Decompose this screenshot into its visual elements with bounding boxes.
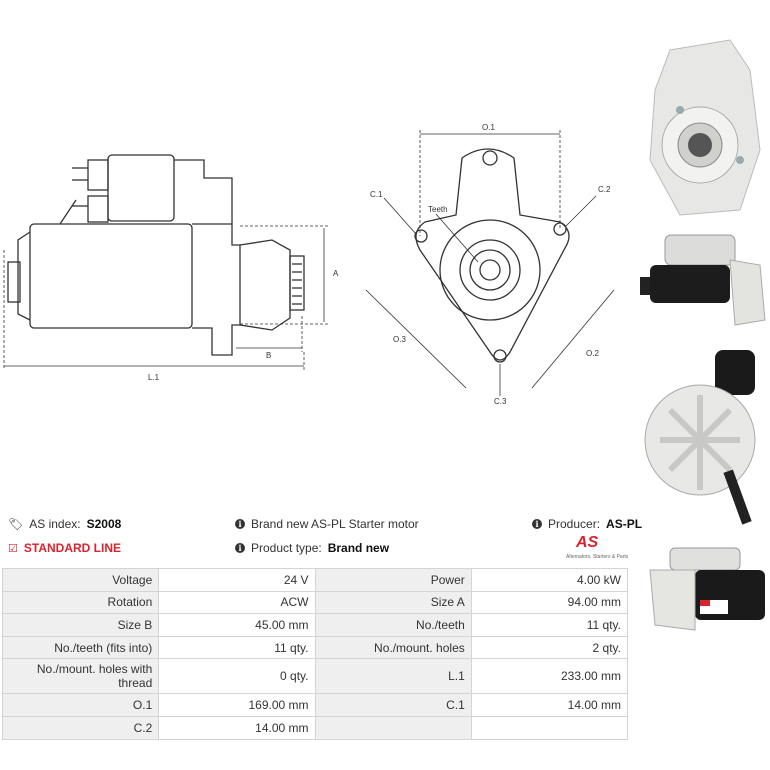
spec-value: 24 V (158, 568, 316, 592)
producer-value: AS-PL (606, 517, 643, 531)
description: i Brand new AS-PL Starter motor (235, 517, 419, 531)
spec-value: 233.00 mm (470, 658, 629, 695)
logo-mark: AS (576, 534, 599, 551)
spec-value: 11 qty. (158, 635, 316, 660)
spec-value: 14.00 mm (470, 693, 629, 717)
spec-value: 45.00 mm (158, 613, 316, 637)
spec-key: L.1 (314, 658, 472, 695)
dim-l1-label: L.1 (148, 373, 160, 382)
dim-b-label: B (266, 351, 271, 360)
spec-value: ACW (158, 590, 316, 615)
line-name: STANDARD LINE (23, 541, 121, 555)
spec-key: Size A (314, 590, 472, 615)
dim-a-label: A (333, 269, 339, 278)
spec-key (314, 715, 472, 740)
producer: i Producer: AS-PL (532, 517, 642, 531)
as-index-label: AS index: (29, 517, 81, 531)
spec-value: 2 qty. (470, 635, 629, 660)
checkbox-icon: ☑ (8, 542, 18, 555)
spec-key: Rotation (1, 590, 160, 615)
product-photo-rear[interactable] (640, 340, 770, 530)
spec-value: 94.00 mm (470, 590, 629, 615)
info-icon: i (235, 543, 245, 553)
spec-value: 0 qty. (158, 658, 316, 695)
table-row: No./teeth (fits into)11 qty.No./mount. h… (1, 635, 629, 660)
flange (415, 148, 570, 361)
spec-value: 11 qty. (470, 613, 629, 637)
product-photo-front[interactable] (640, 30, 770, 230)
dim-c3-label: C.3 (494, 397, 507, 406)
spec-key: Voltage (1, 568, 160, 592)
dim-c1-label: C.1 (370, 190, 383, 199)
spec-key: No./mount. holes (314, 635, 472, 660)
producer-label: Producer: (548, 517, 601, 531)
spec-key: No./teeth (314, 613, 472, 637)
product-thumbnails (640, 20, 770, 631)
as-index: 🏷︎ AS index: S2008 (8, 517, 121, 531)
spec-key: No./teeth (fits into) (1, 635, 160, 660)
product-photo-angle[interactable] (640, 540, 770, 635)
spec-key: C.2 (1, 715, 160, 740)
dim-o1-label: O.1 (482, 123, 495, 132)
spec-key: No./mount. holes with thread (1, 658, 160, 695)
info-icon: i (235, 519, 245, 529)
product-type: i Product type: Brand new (235, 541, 389, 555)
spec-key: Size B (1, 613, 160, 637)
technical-drawing: A B L.1 O.1 C.1 C.2 Teeth O.3 O.2 C.3 (3, 123, 615, 406)
dim-o3-label: O.3 (393, 335, 406, 344)
info-icon: i (532, 519, 542, 529)
dim-o2-label: O.2 (586, 349, 599, 358)
spec-value: 169.00 mm (158, 693, 316, 717)
standard-line: ☑ STANDARD LINE (8, 541, 121, 555)
as-pl-logo: AS Alternators, Starters & Parts (566, 534, 629, 562)
spec-key: Power (314, 568, 472, 592)
product-photo-side[interactable] (640, 225, 770, 335)
teeth-label: Teeth (428, 205, 448, 214)
spec-key: C.1 (314, 693, 472, 717)
motor-body (29, 223, 193, 329)
spec-value (470, 715, 629, 740)
description-text: Brand new AS-PL Starter motor (251, 517, 419, 531)
spec-key: O.1 (1, 693, 160, 717)
logo-subtext: Alternators, Starters & Parts (566, 554, 629, 560)
spec-value: 4.00 kW (470, 568, 629, 592)
tag-icon: 🏷︎ (8, 517, 24, 531)
product-type-value: Brand new (327, 541, 390, 555)
product-type-label: Product type: (251, 541, 322, 555)
spec-value: 14.00 mm (158, 715, 316, 740)
as-index-value: S2008 (86, 517, 122, 531)
solenoid (107, 154, 175, 222)
dim-c2-label: C.2 (598, 185, 611, 194)
